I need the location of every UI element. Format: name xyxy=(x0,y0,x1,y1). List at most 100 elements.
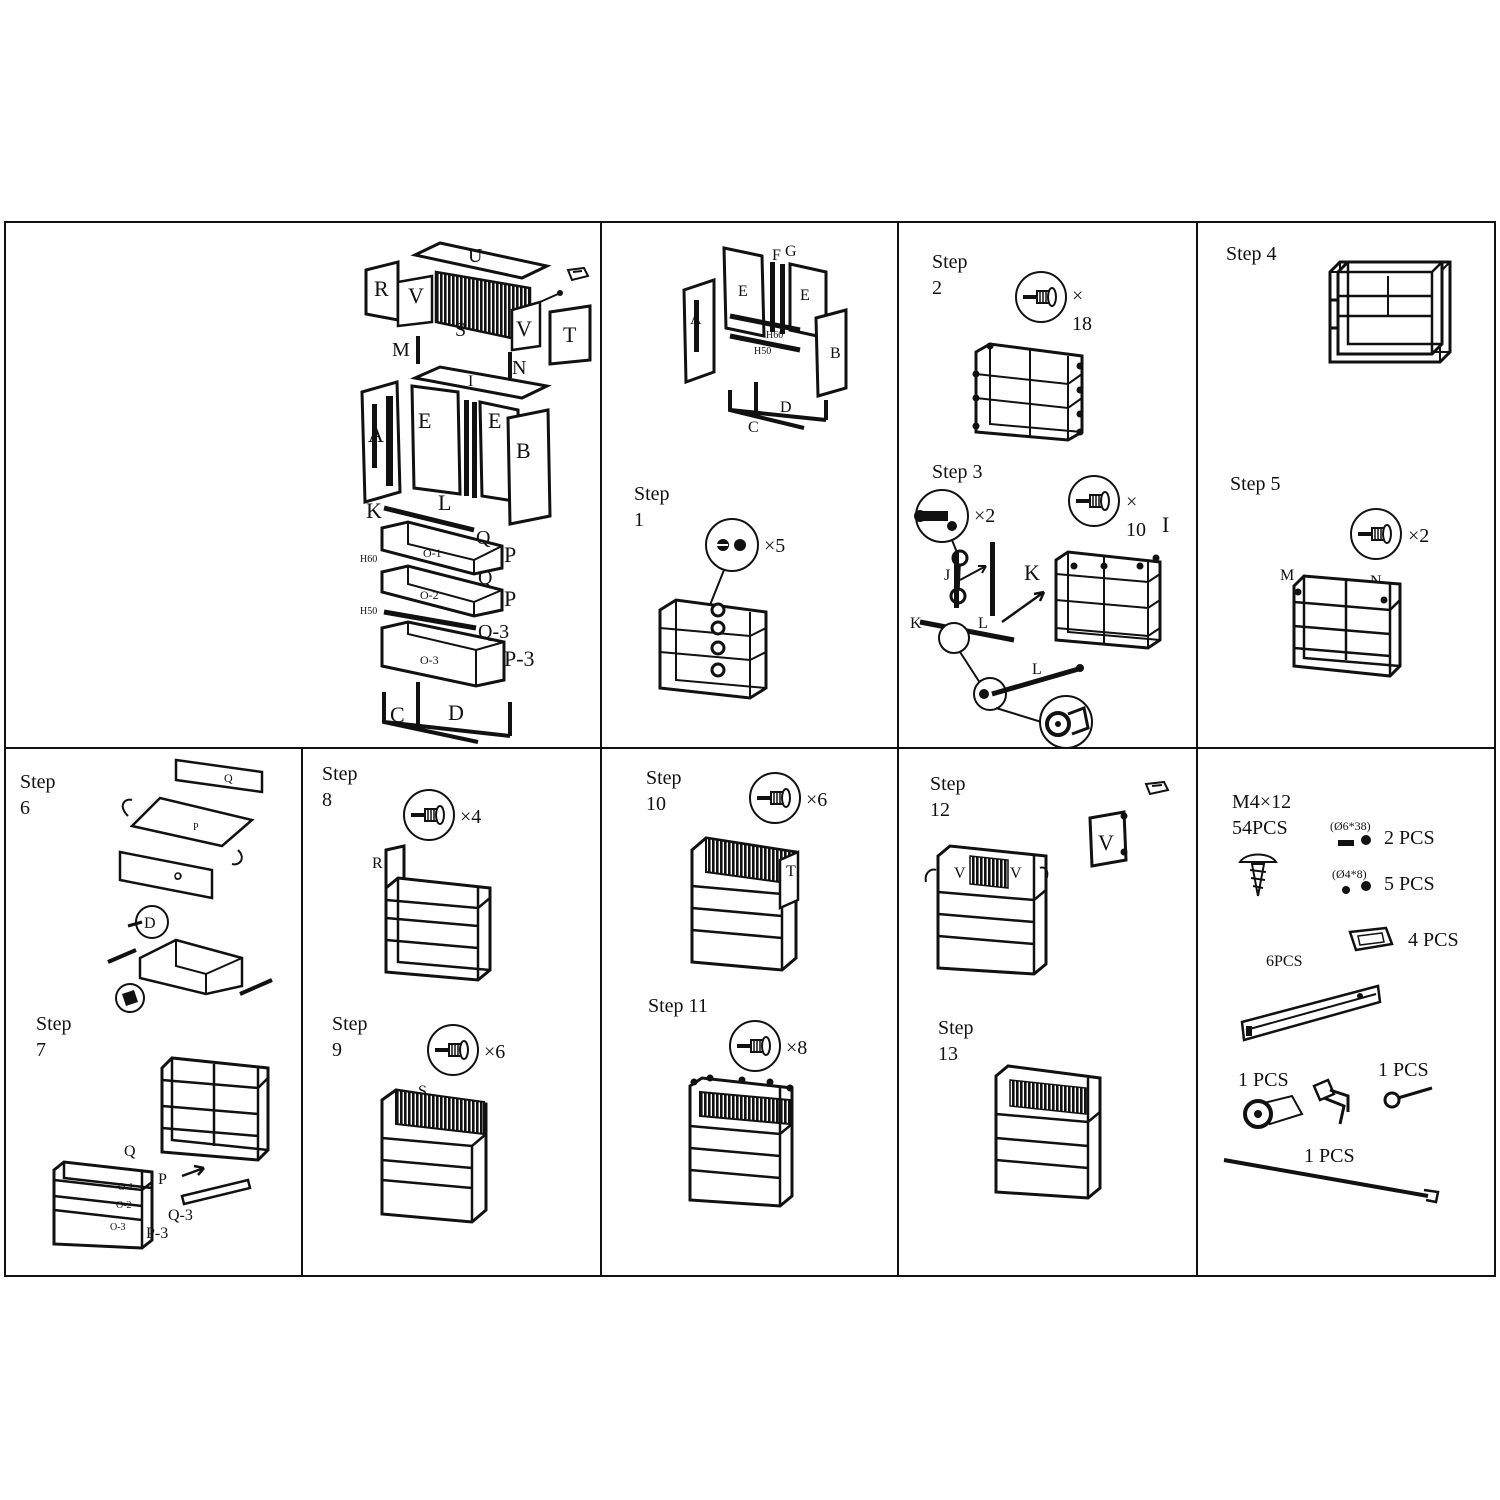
step-5-title: Step 5 xyxy=(1230,473,1281,495)
label-P: P xyxy=(193,822,199,833)
hook-icon xyxy=(1383,1086,1433,1109)
label-E: E xyxy=(418,408,431,433)
label-D: D xyxy=(780,399,792,416)
step-3-panel: Step 3 ×2 × 10 I J K K L xyxy=(910,461,1169,749)
panel-grid xyxy=(4,221,1496,1277)
step-6-title-word: Step xyxy=(20,771,56,793)
step-9-quantity: ×6 xyxy=(484,1041,505,1063)
label-I: I xyxy=(1162,512,1169,537)
step-3-bolt-quantity: ×2 xyxy=(974,505,995,527)
label-L: L xyxy=(978,615,988,632)
label-O-2: O-2 xyxy=(420,588,439,602)
step-12-panel: Step 12 V V V xyxy=(924,773,1170,976)
label-T: T xyxy=(563,322,577,347)
label-L-rod: L xyxy=(1032,661,1042,678)
step-8-title-number: 8 xyxy=(322,789,332,811)
step-11-panel: Step 11 ×8 U xyxy=(648,995,807,1208)
label-I: I xyxy=(468,373,473,390)
step-13-panel: Step 13 xyxy=(938,1017,1102,1200)
step-12-title-number: 12 xyxy=(930,799,950,821)
handle-quantity: 4 PCS xyxy=(1408,929,1459,951)
step-10-title-word: Step xyxy=(646,767,682,789)
exploded-overview: U R V S V T M N I A E E B K xyxy=(360,241,592,744)
step-9-panel: Step 9 ×6 S xyxy=(332,1013,505,1224)
key-quantity: 1 PCS xyxy=(1378,1059,1429,1081)
label-C: C xyxy=(748,419,759,436)
label-V-right: V xyxy=(1010,865,1022,882)
step-5-panel: Step 5 ×2 M N xyxy=(1230,473,1429,678)
label-V: V xyxy=(408,283,424,308)
step-5-quantity: ×2 xyxy=(1408,525,1429,547)
label-P-3: P-3 xyxy=(504,646,535,671)
step-8-title-word: Step xyxy=(322,763,358,785)
label-A: A xyxy=(368,422,384,447)
label-D: D xyxy=(448,700,464,725)
label-K: K xyxy=(1024,560,1040,585)
step-10-title-number: 10 xyxy=(646,793,666,815)
step-8-panel: Step 8 ×4 R xyxy=(322,763,492,982)
label-H50: H50 xyxy=(360,606,377,617)
step-10-panel: Step 10 ×6 T xyxy=(646,767,827,972)
step-10-quantity: ×6 xyxy=(806,789,827,811)
step-3-title: Step 3 xyxy=(932,461,983,483)
step-1-title-number: 1 xyxy=(634,509,644,531)
label-M: M xyxy=(1280,567,1294,584)
screw-icon xyxy=(1067,474,1121,528)
lock-quantity: 1 PCS xyxy=(1238,1069,1289,1091)
step-4-panel: Step 4 xyxy=(1226,243,1452,364)
label-Q: Q xyxy=(124,1143,136,1160)
label-P-3: P-3 xyxy=(146,1225,168,1242)
label-J: J xyxy=(944,567,950,584)
label-A: A xyxy=(690,311,702,328)
label-E-right: E xyxy=(488,408,501,433)
screw-count: 54PCS xyxy=(1232,817,1288,839)
label-S: S xyxy=(418,1083,427,1100)
handle-icon xyxy=(566,266,590,282)
screw-spec: M4×12 xyxy=(1232,791,1291,813)
lock-rod-icon xyxy=(1223,1158,1440,1204)
label-D: D xyxy=(144,915,156,932)
cam-nut-icon xyxy=(1342,881,1371,894)
step-13-title-word: Step xyxy=(938,1017,974,1039)
label-K: K xyxy=(366,498,382,523)
label-V-door: V xyxy=(1098,830,1114,855)
step-9-title-number: 9 xyxy=(332,1039,342,1061)
lock-icon xyxy=(1039,695,1093,749)
label-Q-3: Q-3 xyxy=(478,621,509,643)
label-E: E xyxy=(738,283,748,300)
label-V-left: V xyxy=(954,865,966,882)
step-6-title-number: 6 xyxy=(20,797,30,819)
step-1-title-word: Step xyxy=(634,483,670,505)
bolt-spec: (Ø6*38) xyxy=(1330,819,1371,833)
label-T: T xyxy=(786,863,796,880)
label-Q: Q xyxy=(476,527,491,549)
step-1-quantity: ×5 xyxy=(764,535,785,557)
step-2-title-number: 2 xyxy=(932,277,942,299)
label-H60: H60 xyxy=(360,554,377,565)
cam-screw-icon xyxy=(705,518,759,572)
label-P-2: P xyxy=(504,586,516,611)
step-4-title: Step 4 xyxy=(1226,243,1277,265)
label-Q-2: Q xyxy=(478,567,493,589)
rod-quantity: 1 PCS xyxy=(1304,1145,1355,1167)
screw-icon xyxy=(728,1019,782,1073)
screw-icon xyxy=(748,771,802,825)
label-B: B xyxy=(516,438,531,463)
step-2-panel: Step 2 × 18 xyxy=(932,251,1092,442)
label-E-right: E xyxy=(800,287,810,304)
handle-icon xyxy=(1144,780,1170,796)
key-icon xyxy=(1312,1078,1350,1125)
nut-spec: (Ø4*8) xyxy=(1332,867,1367,881)
label-Q-3: Q-3 xyxy=(168,1207,193,1224)
label-O: O xyxy=(174,872,181,883)
lock-icon xyxy=(1243,1094,1304,1129)
label-V-right: V xyxy=(516,316,532,341)
label-O-3: O-3 xyxy=(420,653,439,667)
step-7-panel: Step 7 Q P O-1 O-2 O-3 Q-3 P-3 xyxy=(36,1013,270,1250)
label-K-rail: K xyxy=(910,615,922,632)
step-12-title-word: Step xyxy=(930,773,966,795)
hardware-list-panel: M4×12 54PCS (Ø6*38) 2 PCS (Ø4*8) 5 PCS 4… xyxy=(1223,791,1459,1204)
screw-icon xyxy=(1349,507,1403,561)
label-H50: H50 xyxy=(754,346,771,357)
